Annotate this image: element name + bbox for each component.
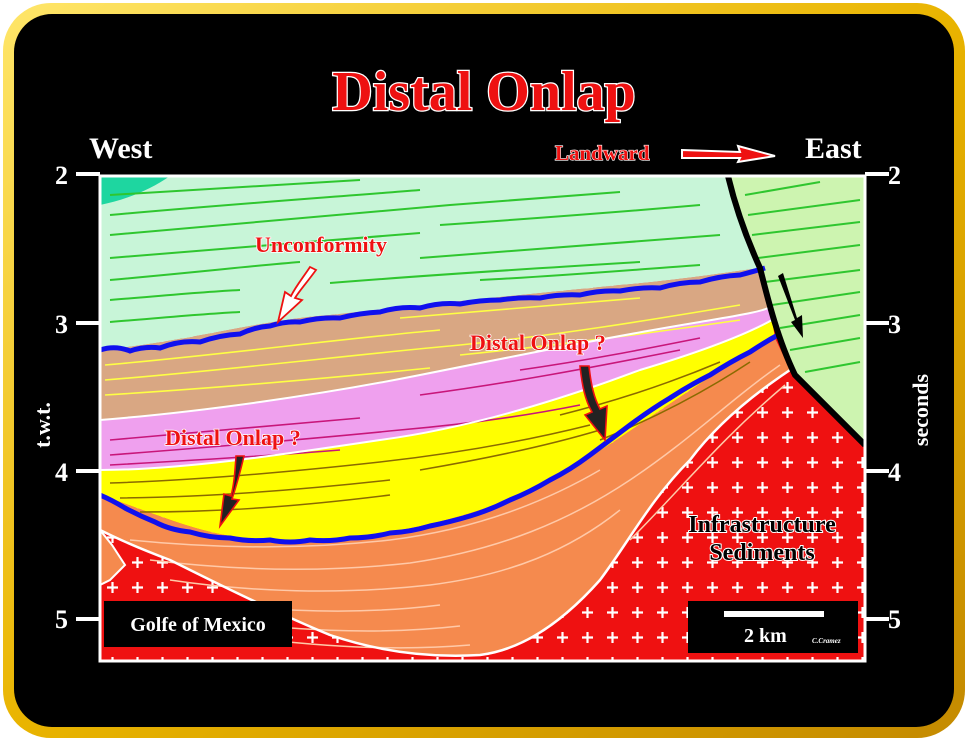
location-box — [104, 601, 292, 647]
right-tick-4: 4 — [888, 458, 901, 487]
unconformity-label: Unconformity — [255, 232, 387, 257]
distal-onlap-upper-label: Distal Onlap ? — [470, 330, 606, 355]
tan-unit — [100, 268, 768, 420]
upper-bedding — [109, 179, 721, 323]
section-border — [98, 174, 867, 663]
landward-arrow-icon — [681, 144, 776, 164]
left-tick-5: 5 — [55, 605, 68, 634]
distal-onlap-lower-label: Distal Onlap ? — [165, 425, 301, 450]
basement-left-notch — [100, 528, 127, 587]
tan-bedding — [104, 297, 741, 396]
distal-onlap-upper-arrow-icon — [579, 365, 608, 443]
west-label: West — [89, 132, 152, 165]
section-panel — [100, 176, 865, 661]
left-tick-2: 2 — [55, 161, 68, 190]
left-axis — [76, 172, 100, 621]
lower-unconformity-line — [100, 332, 780, 545]
upper-unit — [100, 176, 760, 350]
right-tick-5: 5 — [888, 605, 901, 634]
left-tick-3: 3 — [55, 310, 68, 339]
orange-unit — [100, 338, 790, 656]
infrastructure-label-line2: Sediments — [709, 540, 814, 566]
fault-slip-arrow-icon — [778, 273, 803, 338]
scale-credit: C.Cramez — [812, 637, 841, 645]
scale-label: 2 km — [744, 625, 787, 647]
pink-unit — [100, 308, 772, 470]
left-axis-label: t.w.t. — [30, 402, 55, 448]
distal-onlap-lower-arrow-icon — [218, 455, 246, 529]
tan-pink-boundary — [100, 307, 769, 421]
pink-yellow-boundary — [100, 319, 773, 471]
east-label: East — [805, 132, 862, 165]
fault-line — [725, 176, 865, 448]
right-tick-3: 3 — [888, 310, 901, 339]
teal-corner — [100, 176, 170, 205]
left-tick-4: 4 — [55, 458, 68, 487]
page-title: Distal Onlap — [332, 61, 635, 123]
right-axis-label: seconds — [908, 374, 933, 447]
scale-bar — [724, 611, 824, 617]
basement-boundary — [100, 368, 791, 657]
landward-label: Landward — [555, 141, 650, 165]
unconformity-arrow-icon — [276, 265, 318, 325]
infrastructure-label-line1: Infrastructure — [688, 512, 836, 538]
location-label: Golfe of Mexico — [130, 614, 266, 636]
right-axis — [865, 172, 889, 621]
scale-box — [688, 601, 858, 653]
fault-block — [728, 176, 865, 445]
upper-unconformity-line — [100, 265, 766, 354]
right-tick-2: 2 — [888, 161, 901, 190]
